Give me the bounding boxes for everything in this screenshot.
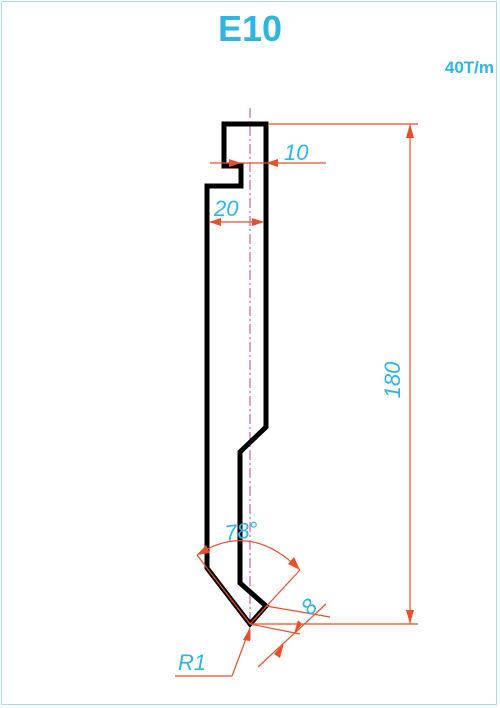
height-label: 180 — [380, 361, 405, 398]
tip-radius-leader — [175, 627, 251, 677]
angle-label: 78° — [223, 517, 260, 546]
step-label: 10 — [284, 140, 309, 165]
tip-radius-label: R1 — [178, 650, 206, 675]
height-dimension — [252, 123, 418, 625]
tonnage-label: 40T/m — [444, 58, 494, 77]
tool-title: E10 — [217, 8, 283, 49]
upper-width-label: 20 — [213, 196, 239, 221]
angle-dimension — [196, 539, 301, 625]
upper-width-dimension — [209, 218, 264, 226]
step-dimension — [210, 159, 326, 167]
tip-width-dimension — [249, 603, 331, 668]
tip-width-label: 8 — [296, 593, 323, 620]
